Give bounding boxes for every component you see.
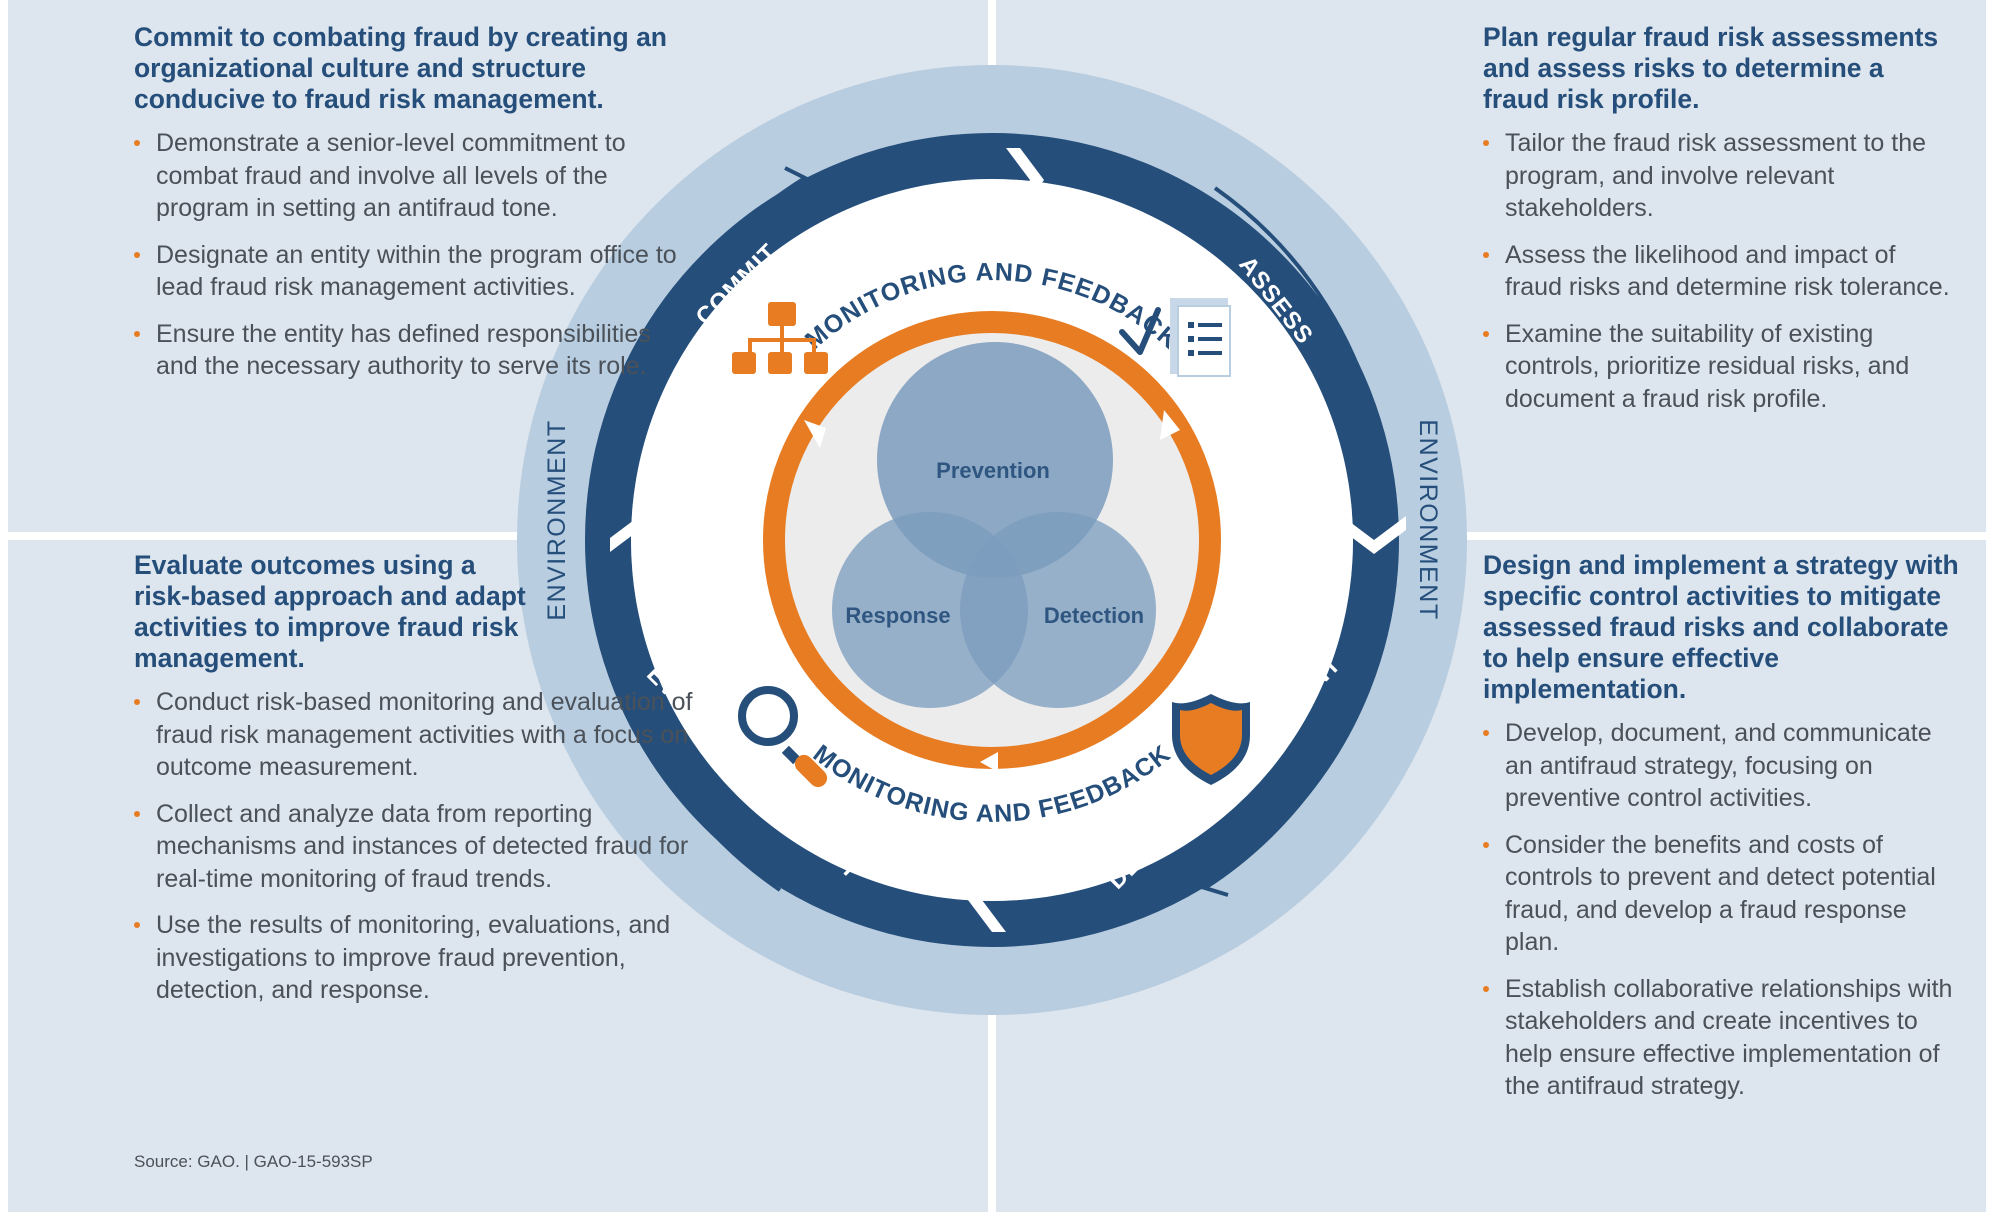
list-item-text: Use the results of monitoring, evaluatio… (156, 911, 671, 1004)
quadrant-evaluate-heading: Evaluate outcomes using a risk-based app… (134, 550, 526, 673)
list-item-text: Consider the benefits and costs of contr… (1505, 830, 1936, 957)
venn-label-response: Response (845, 603, 950, 628)
list-item: Use the results of monitoring, evaluatio… (134, 909, 714, 1007)
magnifier-icon (738, 686, 828, 788)
venn-label-detection: Detection (1044, 603, 1144, 628)
arrow-bottom-right (1203, 699, 1364, 890)
bullet-icon (134, 699, 140, 705)
feedback-arrows (623, 166, 1372, 897)
chevron-right (1342, 516, 1406, 554)
bullet-icon (1483, 841, 1489, 848)
quadrant-assess-heading: Plan regular fraud risk assessments and … (1483, 22, 1939, 114)
list-item-text: Demonstrate a senior-level commitment to… (156, 129, 626, 222)
venn-diagram: Prevention Response Detection (832, 342, 1156, 708)
label-environment-right: ENVIRONMENT (1414, 419, 1442, 620)
arrow-bottom-left (623, 689, 782, 892)
list-item-text: Conduct risk-based monitoring and evalua… (156, 688, 693, 781)
arrow-top-left (623, 176, 807, 421)
label-environment-left: ENVIRONMENT (543, 419, 571, 620)
list-item: Designate an entity within the program o… (134, 239, 694, 304)
list-item: Assess the likelihood and impact of frau… (1483, 239, 1953, 304)
list-item-text: Establish collaborative relationships wi… (1505, 974, 1953, 1101)
list-item-text: Designate an entity within the program o… (156, 240, 677, 302)
arrowhead-bottom-right (1201, 866, 1229, 897)
shield-icon (1172, 694, 1250, 785)
list-item-text: Examine the suitability of existing cont… (1505, 319, 1910, 413)
quadrant-commit-heading: Commit to combating fraud by creating an… (134, 22, 667, 114)
bullet-icon (1483, 140, 1489, 146)
list-item: Examine the suitability of existing cont… (1483, 318, 1953, 416)
arrowhead-top-left (784, 166, 808, 198)
bullet-icon (1483, 730, 1489, 736)
quadrant-design-list: Develop, document, and communicate an an… (1483, 717, 1963, 1103)
list-item-text: Collect and analyze data from reporting … (156, 799, 689, 893)
list-item-text: Develop, document, and communicate an an… (1505, 719, 1932, 812)
list-item-text: Tailor the fraud risk assessment to the … (1505, 129, 1927, 222)
quadrant-commit: Commit to combating fraud by creating an… (134, 22, 694, 397)
source-note: Source: GAO. | GAO-15-593SP (134, 1152, 373, 1171)
chevron-left (610, 514, 674, 552)
org-chart-icon (732, 302, 828, 374)
list-item: Conduct risk-based monitoring and evalua… (134, 686, 714, 784)
chevron-bottom (968, 870, 1006, 932)
venn-label-prevention: Prevention (936, 458, 1050, 483)
chevron-top (1006, 148, 1044, 212)
quadrant-assess: Plan regular fraud risk assessments and … (1483, 22, 1953, 429)
list-item: Establish collaborative relationships wi… (1483, 973, 1963, 1103)
list-item: Ensure the entity has defined responsibi… (134, 318, 694, 383)
bullet-icon (1483, 985, 1489, 992)
bullet-icon (134, 330, 140, 337)
notch-bottom (980, 752, 998, 772)
checklist-icon (1119, 298, 1231, 377)
quadrant-design: Design and implement a strategy with spe… (1483, 550, 1963, 1117)
quadrant-commit-list: Demonstrate a senior-level commitment to… (134, 127, 694, 383)
quadrant-evaluate: Evaluate outcomes using a risk-based app… (134, 550, 714, 1021)
bullet-icon (134, 140, 140, 146)
list-item-text: Assess the likelihood and impact of frau… (1505, 240, 1950, 302)
bullet-icon (134, 810, 140, 817)
orange-ring-notches (804, 410, 1180, 772)
bullet-icon (1483, 330, 1489, 337)
list-item: Consider the benefits and costs of contr… (1483, 829, 1963, 959)
bullet-icon (134, 922, 140, 928)
list-item: Demonstrate a senior-level commitment to… (134, 127, 694, 225)
list-item: Develop, document, and communicate an an… (1483, 717, 1963, 815)
bullet-icon (134, 251, 140, 258)
bullet-icon (1483, 251, 1489, 258)
notch-top-left (804, 420, 826, 448)
arrow-top-right (1213, 186, 1372, 401)
list-item: Tailor the fraud risk assessment to the … (1483, 127, 1953, 225)
quadrant-evaluate-list: Conduct risk-based monitoring and evalua… (134, 686, 714, 1007)
quadrant-design-heading: Design and implement a strategy with spe… (1483, 550, 1959, 704)
list-item-text: Ensure the entity has defined responsibi… (156, 319, 651, 381)
notch-top-right (1160, 410, 1180, 440)
checkmark-icon (1119, 307, 1161, 355)
cycle-chevrons (610, 148, 1406, 932)
quadrant-assess-list: Tailor the fraud risk assessment to the … (1483, 127, 1953, 415)
venn-detection-circle (960, 512, 1156, 708)
list-item: Collect and analyze data from reporting … (134, 798, 714, 896)
